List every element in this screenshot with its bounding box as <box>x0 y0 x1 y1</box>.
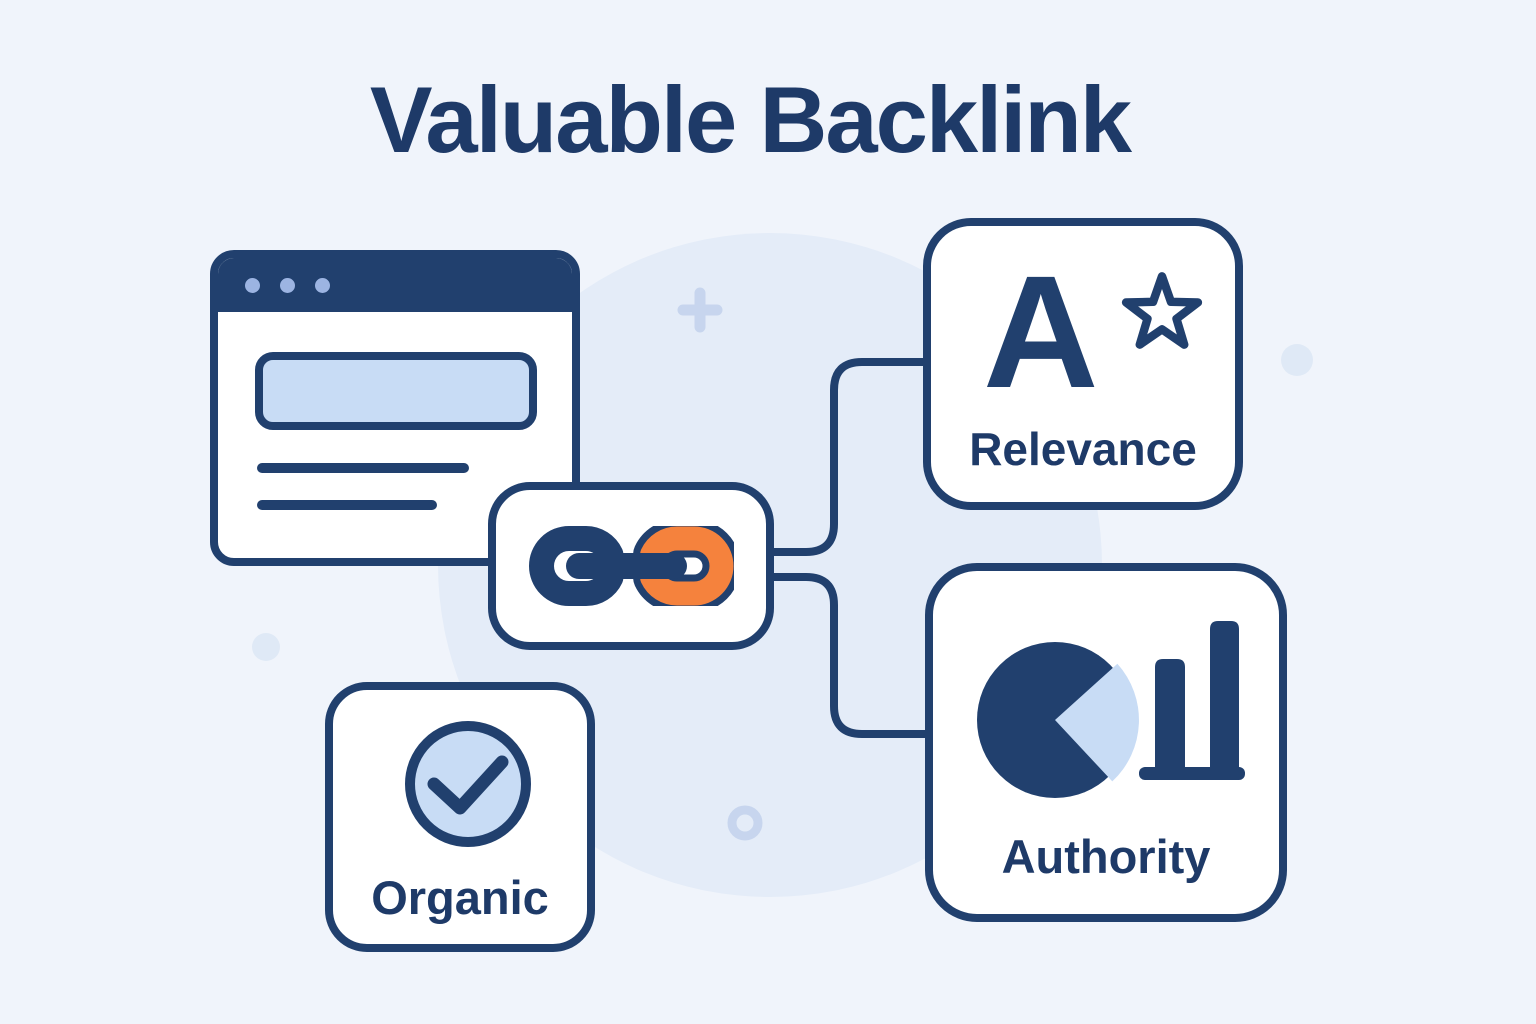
window-dot <box>280 277 295 293</box>
window-dot <box>245 277 260 293</box>
card-authority: Authority <box>925 563 1287 922</box>
authority-label: Authority <box>1001 830 1211 883</box>
text-line <box>257 500 437 510</box>
ring-decoration-icon <box>727 805 763 841</box>
card-organic: Organic <box>325 682 595 952</box>
backlink-badge <box>488 482 774 650</box>
highlighted-input-field <box>255 352 537 430</box>
page-title: Valuable Backlink <box>369 67 1132 172</box>
star-icon <box>1121 272 1203 349</box>
soft-dot-left <box>252 633 280 661</box>
plus-decoration-icon <box>677 287 723 333</box>
text-line <box>257 463 469 473</box>
chain-link-icon <box>528 526 734 606</box>
bar-chart-icon <box>1139 621 1245 780</box>
relevance-label: Relevance <box>969 423 1197 475</box>
grade-letter: A <box>983 242 1099 421</box>
connector-to-authority <box>770 573 929 738</box>
soft-dot-right <box>1281 344 1313 376</box>
card-relevance: A Relevance <box>923 218 1243 510</box>
organic-label: Organic <box>371 871 549 924</box>
pie-and-bar-chart-icon <box>977 621 1245 798</box>
window-dot <box>315 277 330 293</box>
browser-titlebar <box>218 258 572 312</box>
checkmark-icon <box>405 721 531 847</box>
connector-to-relevance <box>770 358 927 556</box>
